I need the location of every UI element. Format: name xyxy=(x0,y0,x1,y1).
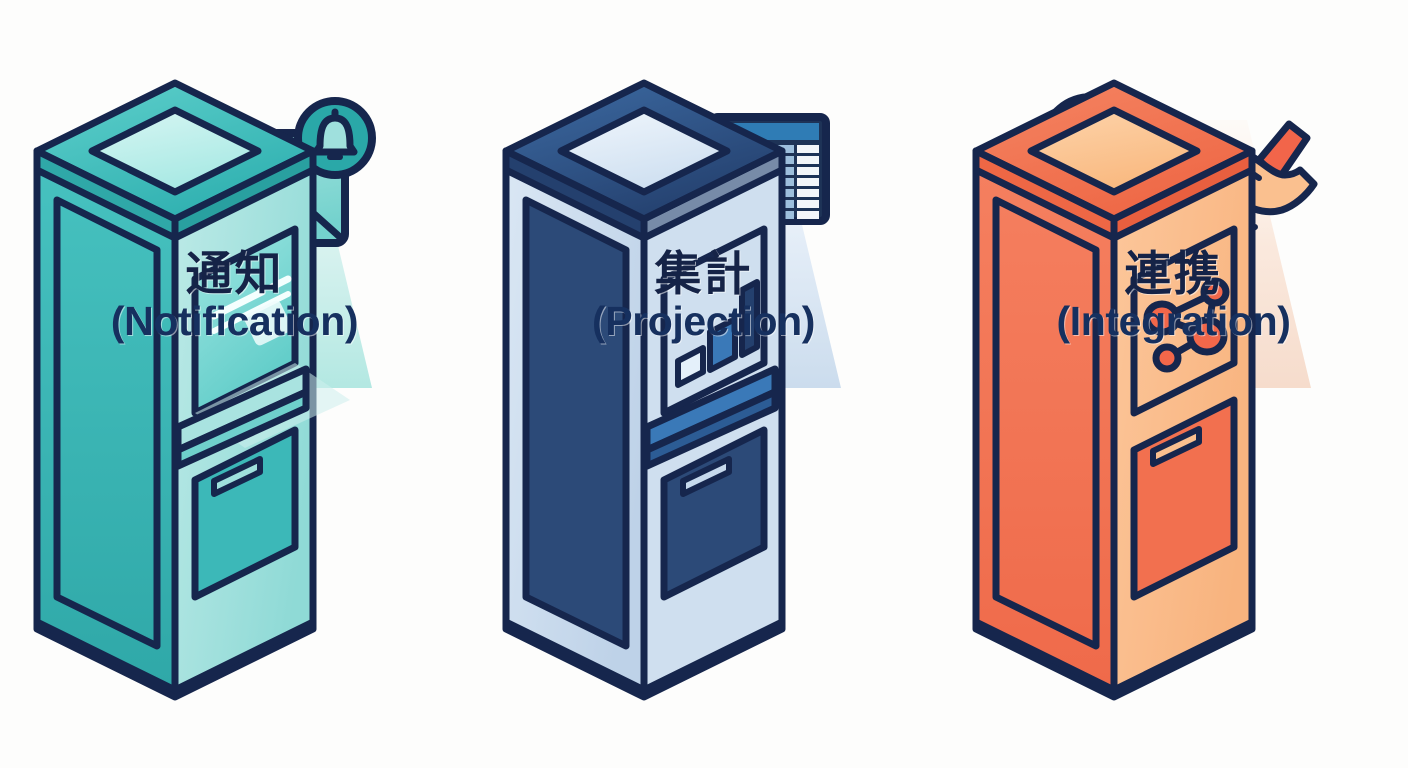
panel-notification: 通知 (Notification) xyxy=(0,0,469,768)
panel-projection: 集計 (Projection) xyxy=(469,0,938,768)
integration-kiosk xyxy=(972,79,1256,701)
panel-integration: 連携 (Integration) xyxy=(939,0,1408,768)
projection-kiosk xyxy=(502,79,786,701)
network-graph-icon xyxy=(1143,277,1230,373)
notification-kiosk xyxy=(33,79,350,701)
front-step-bars xyxy=(675,279,760,388)
panel-notification-graphic xyxy=(33,79,376,701)
panel-projection-graphic xyxy=(502,79,841,701)
panel-integration-graphic xyxy=(972,79,1318,701)
